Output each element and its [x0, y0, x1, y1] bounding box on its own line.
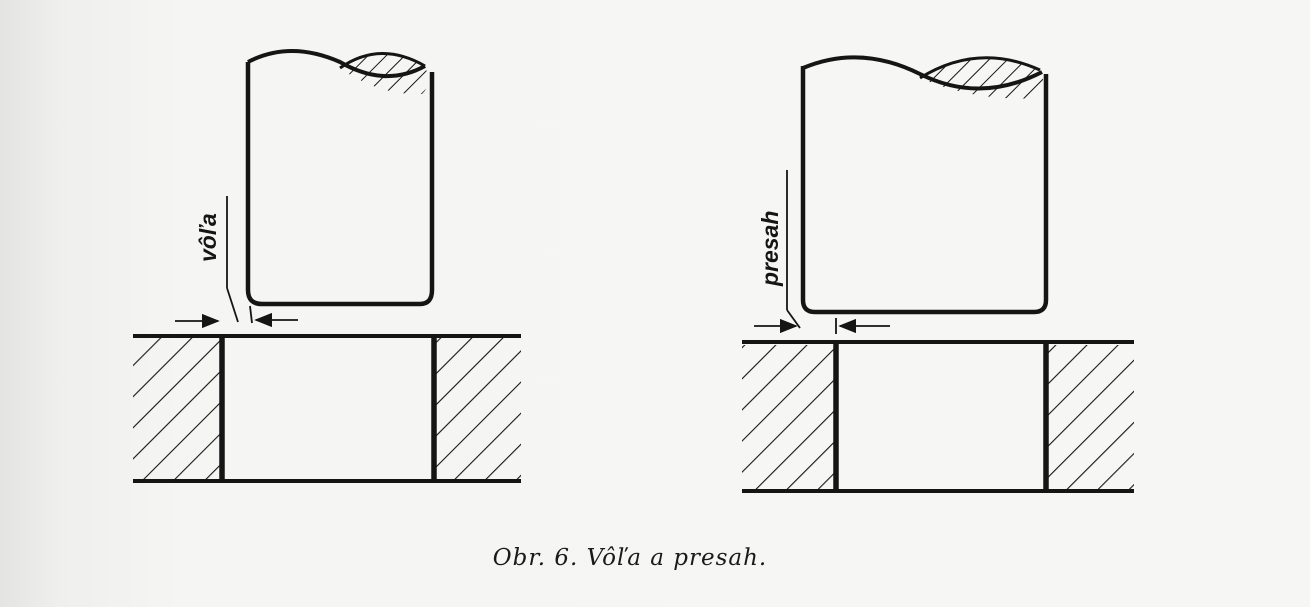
interference-diagram: presah	[742, 55, 1134, 493]
right-hub-hatch-left	[742, 345, 834, 490]
right-shaft-top-curve	[802, 55, 1043, 91]
clearance-diagram: vôľa	[133, 49, 521, 483]
left-hub-hatch-left	[133, 338, 221, 480]
clearance-label: vôľa	[195, 213, 221, 262]
right-hub	[742, 340, 1134, 493]
left-shaft-outline	[245, 62, 435, 307]
right-dimension: presah	[754, 170, 890, 334]
interference-label: presah	[757, 211, 783, 287]
left-shaft	[245, 49, 435, 307]
right-shaft-section-hatch	[920, 57, 1044, 99]
right-shaft-outline	[800, 66, 1049, 315]
left-shaft-section-hatch	[340, 53, 428, 95]
right-hub-hatch-right	[1048, 345, 1134, 490]
left-dimension: vôľa	[175, 196, 298, 329]
left-hub-hatch-right	[436, 338, 521, 480]
right-shaft	[800, 55, 1049, 315]
figure-caption: Obr. 6. Vôľa a presah.	[492, 545, 768, 571]
left-hub	[133, 334, 521, 483]
left-shaft-top-curve	[247, 49, 426, 78]
